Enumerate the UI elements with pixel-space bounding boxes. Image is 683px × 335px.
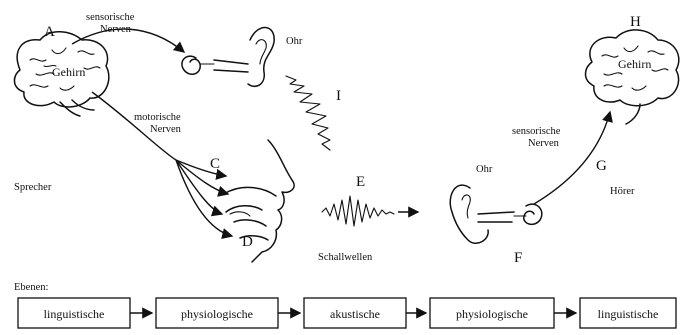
letter-c: C bbox=[210, 156, 220, 172]
level-box-2: physiologische bbox=[156, 298, 278, 328]
sensory-nerves-left-line1: sensorische bbox=[86, 12, 135, 23]
speaker-label: Sprecher bbox=[14, 182, 52, 193]
letter-h: H bbox=[630, 14, 641, 30]
letter-i: I bbox=[336, 88, 341, 104]
level-label-4: physiologische bbox=[456, 307, 528, 321]
sensory-nerves-right-line1: sensorische bbox=[512, 126, 561, 137]
sensory-nerves-left-line2: Nerven bbox=[100, 24, 132, 35]
levels-heading: Ebenen: bbox=[14, 282, 48, 293]
level-label-3: akustische bbox=[330, 307, 380, 321]
level-label-5: linguistische bbox=[598, 307, 659, 321]
letter-a: A bbox=[44, 24, 55, 40]
listener-label: Hörer bbox=[610, 186, 635, 197]
letter-f: F bbox=[514, 250, 522, 266]
motor-nerve-branch-2 bbox=[176, 160, 228, 194]
ear-label-left: Ohr bbox=[286, 36, 303, 47]
sensory-nerves-right-line2: Nerven bbox=[528, 138, 560, 149]
listener-ear-icon bbox=[450, 185, 542, 243]
level-box-3: akustische bbox=[304, 298, 406, 328]
level-box-4: physiologische bbox=[430, 298, 554, 328]
letter-d: D bbox=[242, 234, 253, 250]
level-label-1: linguistische bbox=[44, 307, 105, 321]
motor-nerves-line1: motorische bbox=[134, 112, 181, 123]
sound-wave-i-icon bbox=[286, 76, 330, 150]
level-label-2: physiologische bbox=[181, 307, 253, 321]
sound-wave-e-icon bbox=[322, 196, 394, 226]
brain-label-left: Gehirn bbox=[52, 65, 85, 79]
ear-label-right: Ohr bbox=[476, 164, 493, 175]
letter-e: E bbox=[356, 174, 365, 190]
vocal-tract-icon bbox=[224, 140, 294, 262]
sound-waves-label: Schallwellen bbox=[318, 252, 373, 263]
motor-nerves-line2: Nerven bbox=[150, 124, 182, 135]
level-box-1: linguistische bbox=[18, 298, 130, 328]
letter-g: G bbox=[596, 158, 607, 174]
listener-brain-icon bbox=[586, 30, 679, 124]
brain-label-right: Gehirn bbox=[618, 57, 651, 71]
level-box-5: linguistische bbox=[580, 298, 676, 328]
speaker-ear-icon bbox=[182, 27, 274, 86]
